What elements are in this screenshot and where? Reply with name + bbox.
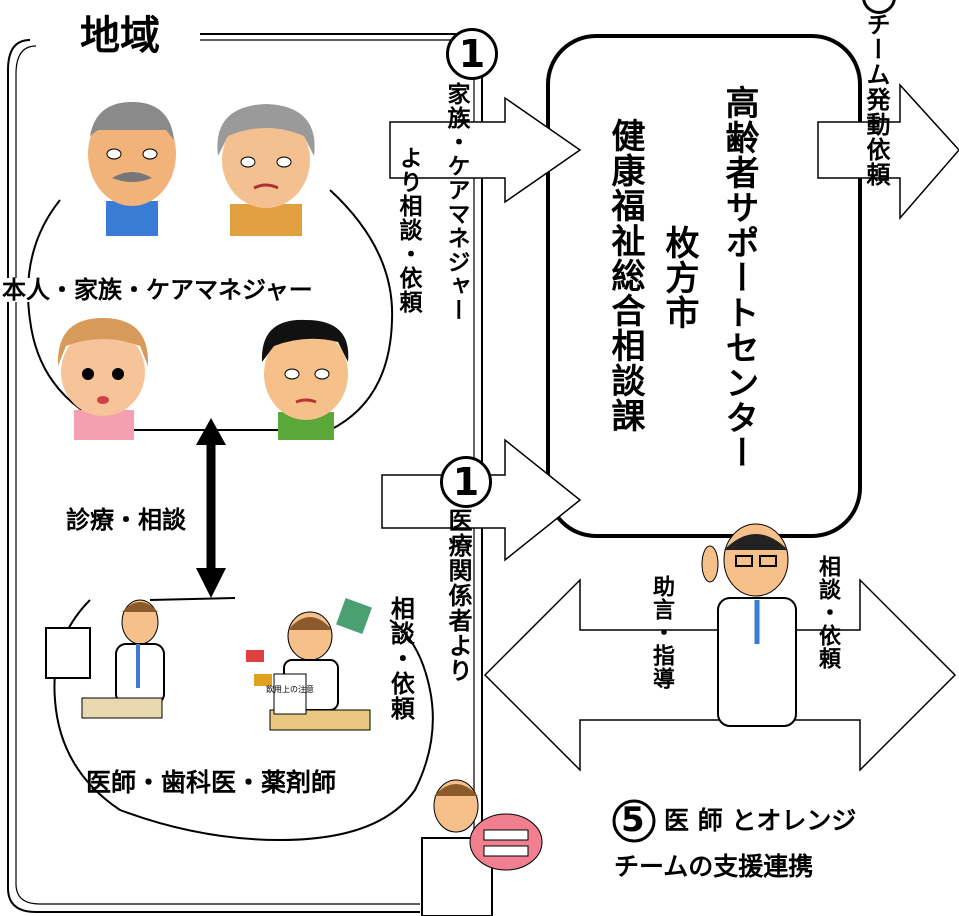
step1-mid-number: 1 [440, 456, 492, 508]
pharmacist-illustration: 飲用上の注意 [246, 598, 372, 731]
dentist-illustration [421, 779, 543, 916]
step5-label-line1: 医 師 とオレンジ [664, 806, 857, 835]
arrowhead-down [196, 568, 226, 598]
step1-mid-label: 医療関係者より [444, 508, 472, 683]
medicine-bag-text: 飲用上の注意 [266, 684, 314, 694]
team-request-label: チーム発動依頼 [862, 12, 890, 187]
step5-label-line2: チームの支援連携 [614, 852, 814, 881]
doctor-consult-label: 相談・依頼 [815, 555, 840, 670]
arrowhead-up [196, 418, 226, 445]
consult-arrow-label: 診療・相談 [66, 506, 186, 534]
elderly-man-illustration [88, 102, 176, 236]
center-label-support-center: 高齢者サポートセンター [719, 85, 759, 470]
arrow-team-request [817, 83, 959, 221]
man-illustration [261, 319, 349, 440]
step5-number: 5 [621, 800, 645, 840]
advice-label: 助言・指導 [649, 575, 674, 690]
medical-group-label: 医師・歯科医・薬剤師 [86, 768, 337, 797]
step1-top-label-a: 家族・ケアマネジャー [443, 82, 469, 322]
step1-top-number: 1 [446, 28, 498, 80]
step1-top-label-b: より相談・依頼 [395, 146, 421, 314]
center-box [546, 34, 862, 538]
family-group-label: 本人・家族・ケアマネジャー [2, 276, 313, 304]
medical-group-ellipse [53, 599, 434, 842]
region-title: 地域 [70, 16, 170, 56]
medical-consult-label: 相談・依頼 [386, 596, 415, 721]
center-doctor-illustration [701, 523, 797, 727]
center-label-department: 健康福祉総合相談課 [605, 118, 645, 433]
arrow-step1-top [389, 96, 582, 204]
woman-illustration [57, 318, 149, 440]
region-box [7, 39, 420, 913]
elderly-woman-illustration [217, 104, 315, 236]
center-label-city: 枚方市 [659, 225, 699, 330]
doctor-desk-illustration [45, 599, 165, 719]
